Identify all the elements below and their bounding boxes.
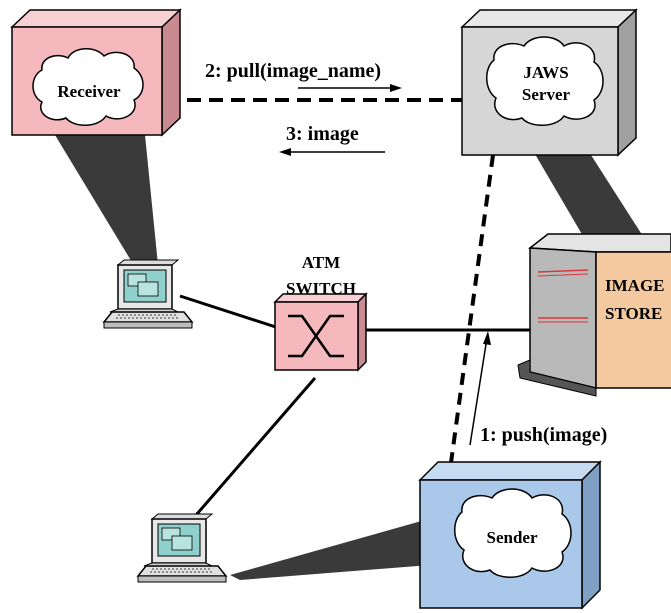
server-beam xyxy=(515,120,655,265)
image-store-label-line2: STORE xyxy=(605,304,662,323)
link-switch-bottom-workstation xyxy=(188,377,317,523)
atm-switch-node: ATM SWITCH xyxy=(273,253,368,372)
image-edge-label: 3: image xyxy=(286,123,359,145)
receiver-cloud xyxy=(32,48,144,126)
image-store-label-line1: IMAGE xyxy=(605,276,665,295)
link-top-workstation-switch xyxy=(179,294,286,332)
sender-node: Sender xyxy=(418,460,602,610)
image-store-node: IMAGE STORE xyxy=(517,233,671,397)
pull-arrow xyxy=(298,84,402,92)
jaws-server-cloud xyxy=(486,36,604,126)
sender-label: Sender xyxy=(487,528,538,547)
jaws-server-label-line1: JAWS xyxy=(523,63,568,82)
switch-symbol xyxy=(288,314,344,358)
atm-switch-label-line1: ATM xyxy=(302,253,340,272)
jaws-server-node: JAWS Server xyxy=(460,8,638,157)
image-arrow xyxy=(279,148,385,156)
sender-beam xyxy=(230,520,430,580)
sender-cloud xyxy=(454,488,572,578)
jaws-server-label-line2: Server xyxy=(522,85,571,104)
pull-edge-label: 2: pull(image_name) xyxy=(205,60,381,82)
workstation-bottom xyxy=(136,513,228,583)
push-arrow xyxy=(469,331,491,446)
dashed-push-connection xyxy=(448,154,495,471)
push-edge-label: 1: push(image) xyxy=(480,424,607,446)
receiver-node: Receiver xyxy=(10,8,182,137)
workstation-top xyxy=(102,259,194,329)
receiver-beam xyxy=(55,135,160,292)
disk-slot-top xyxy=(537,269,589,273)
receiver-label: Receiver xyxy=(57,82,121,101)
